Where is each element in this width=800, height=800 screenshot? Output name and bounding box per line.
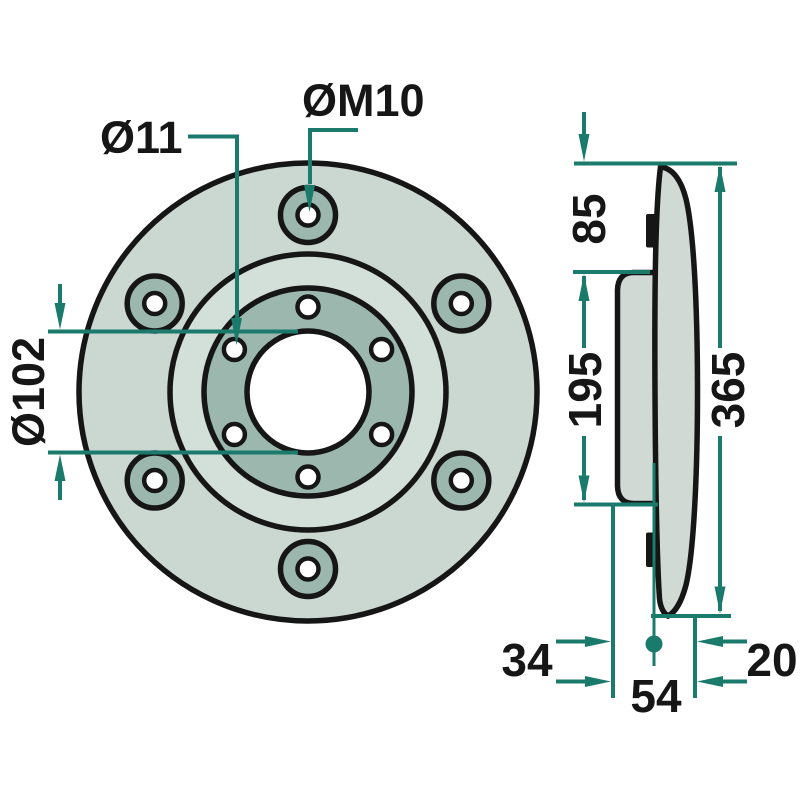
dim-label-365: 365 — [702, 352, 754, 429]
arrow-up-icon — [54, 454, 66, 481]
dimension-195: 195 — [559, 274, 611, 503]
dim-label-195: 195 — [559, 352, 611, 429]
arrow-down-icon — [231, 318, 242, 345]
hub-fixing-holes — [221, 294, 395, 490]
leader-bolt-hole-dia: Ø11 — [100, 112, 242, 345]
leader-line — [308, 128, 358, 184]
dimension-34-54-20: 34 54 20 — [501, 504, 798, 722]
side-view — [614, 164, 701, 666]
arrow-right-icon — [585, 676, 611, 687]
bolt-hole — [124, 273, 185, 334]
bolt-hole — [277, 538, 339, 600]
leader-bolt-thread: ØM10 — [302, 75, 425, 212]
dim-label-85: 85 — [563, 193, 615, 244]
front-view — [76, 160, 540, 624]
dimension-365: 365 — [702, 165, 754, 614]
hub-hole — [221, 421, 248, 448]
bolt-hole — [431, 273, 492, 334]
arrow-left-icon — [697, 636, 723, 647]
dimension-bore: Ø102 — [3, 284, 298, 500]
arrow-down-icon — [578, 475, 590, 503]
dimension-side-horizontals — [573, 161, 737, 618]
axis-reference-dot — [645, 635, 663, 653]
hub-hole — [295, 464, 321, 490]
dim-label-bolt-thread: ØM10 — [302, 75, 425, 126]
hub-hole — [295, 294, 321, 320]
dim-label-34: 34 — [501, 634, 553, 686]
bolt-hole — [277, 184, 339, 246]
hub-hole — [368, 336, 395, 363]
center-bore — [244, 328, 372, 456]
disc-profile — [652, 164, 701, 620]
hub-hole — [368, 421, 395, 448]
bolt-notch-top — [646, 214, 658, 248]
bolt-hole — [124, 450, 185, 511]
dim-label-54: 54 — [630, 670, 682, 722]
dimension-85: 85 — [563, 112, 615, 245]
wheel-bolt-holes — [124, 184, 492, 600]
leader-line — [188, 134, 239, 318]
dim-label-center-bore: Ø102 — [3, 337, 54, 447]
arrow-left-icon — [697, 676, 723, 687]
arrow-down-icon — [54, 303, 66, 330]
arrow-down-icon — [714, 586, 726, 614]
arrow-right-icon — [585, 636, 611, 647]
arrow-down-icon — [304, 185, 315, 212]
hub-hole — [221, 336, 248, 363]
dim-label-20: 20 — [746, 634, 797, 686]
bolt-notch-bottom — [646, 532, 658, 567]
arrow-down-icon — [578, 134, 590, 162]
dim-label-bolt-hole: Ø11 — [100, 112, 183, 163]
bolt-hole — [431, 450, 492, 511]
